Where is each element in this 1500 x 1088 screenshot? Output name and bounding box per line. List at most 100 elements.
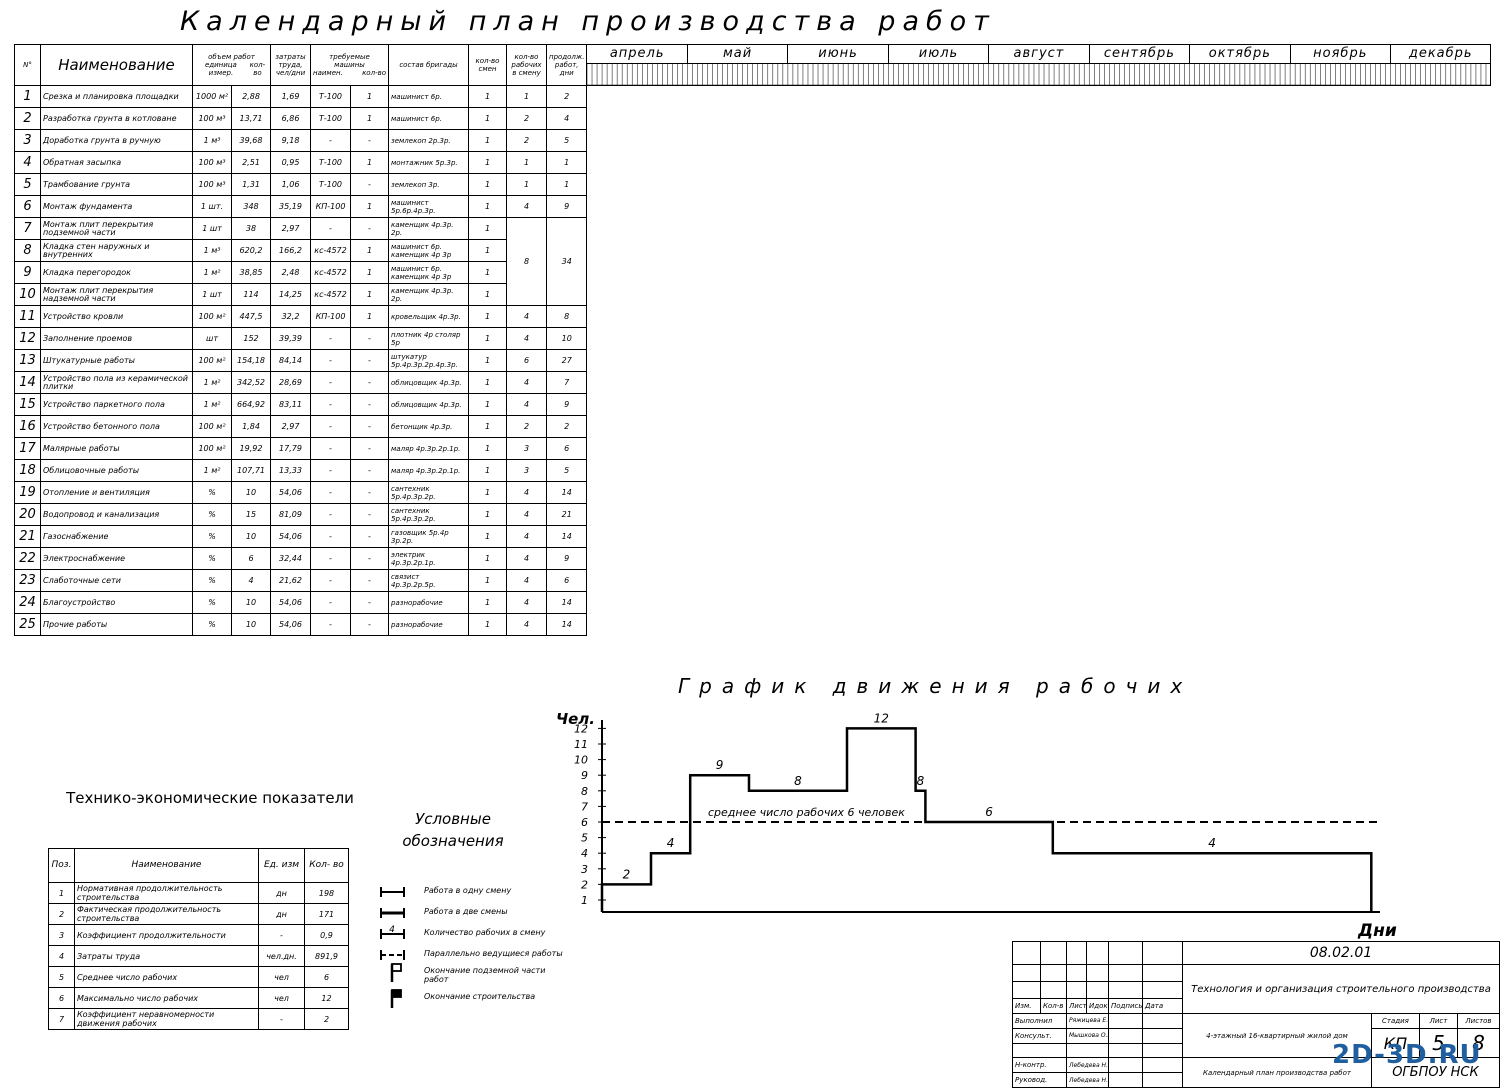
cell-name: Монтаж плит перекрытия надземной части xyxy=(40,283,193,306)
month-5: сентябрь xyxy=(1090,45,1191,63)
watermark: 2D-3D.RU xyxy=(1332,1040,1482,1070)
cell-d: 6 xyxy=(545,437,588,460)
header-duration: продолж. работ, дни xyxy=(545,44,588,86)
tep-cell: 2 xyxy=(304,1008,349,1030)
cell-name: Обратная засыпка xyxy=(40,151,193,174)
stamp-role-4: Руковод. xyxy=(1012,1072,1067,1088)
month-7: ноябрь xyxy=(1291,45,1391,63)
month-4: август xyxy=(989,45,1090,63)
cell-mq: 1 xyxy=(350,305,389,328)
cell-n: 19 xyxy=(14,481,41,504)
cell-mq: - xyxy=(350,547,389,570)
cell-w: 1 xyxy=(506,151,547,174)
cell-name: Устройство паркетного пола xyxy=(40,393,193,416)
cell-n: 10 xyxy=(14,283,41,306)
cell-unit: 1 м² xyxy=(192,371,232,394)
cell-crew: разнорабочие xyxy=(388,591,469,614)
cell-labor: 39,39 xyxy=(270,327,311,350)
cell-d: 14 xyxy=(545,613,588,636)
cell-mq: - xyxy=(350,393,389,416)
tep-cell: 7 xyxy=(48,1008,75,1030)
y-tick-label: 5 xyxy=(581,832,588,845)
y-tick-label: 7 xyxy=(581,800,588,813)
tep-cell: Максимально число рабочих xyxy=(74,987,259,1009)
y-tick-label: 3 xyxy=(581,863,588,876)
cell-crew: разнорабочие xyxy=(388,613,469,636)
legend-text: Количество рабочих в смену xyxy=(424,928,546,937)
cell-n: 18 xyxy=(14,459,41,482)
cell-crew: кровельщик 4р.3р. xyxy=(388,305,469,328)
x-axis-label: Дни xyxy=(1357,921,1397,941)
header-shifts: кол-во смен xyxy=(468,44,507,86)
cell-qty: 152 xyxy=(231,327,271,350)
stamp-person-3: Лебедева Н.С xyxy=(1066,1057,1109,1074)
cell-n: 1 xyxy=(14,85,41,108)
cell-unit: 1 м³ xyxy=(192,239,232,262)
stamp-person-1: Ряжицева Е. xyxy=(1066,1012,1109,1029)
cell-unit: 100 м³ xyxy=(192,151,232,174)
cell-crew: каменщик 4р.3р. 2р. xyxy=(388,217,469,240)
cell-sh: 1 xyxy=(468,371,507,394)
cell-qty: 1,84 xyxy=(231,415,271,438)
cell-mach: - xyxy=(310,437,351,460)
cell-w: 4 xyxy=(506,547,547,570)
stamp-subject: Технология и организация строительного п… xyxy=(1182,964,1500,1014)
header-labor: затраты труда, чел/дни xyxy=(270,44,311,86)
stamp-person-4: Лебедева Н.С xyxy=(1066,1072,1109,1088)
cell-unit: 1 шт xyxy=(192,217,232,240)
cell-sh: 1 xyxy=(468,305,507,328)
cell-qty: 1,31 xyxy=(231,173,271,196)
cell-w: 4 xyxy=(506,481,547,504)
cell-d: 9 xyxy=(545,547,588,570)
cell-n: 14 xyxy=(14,371,41,394)
cell-mach: - xyxy=(310,217,351,240)
cell-d: 1 xyxy=(545,173,588,196)
cell-unit: 100 м² xyxy=(192,415,232,438)
tep-cell: 2 xyxy=(48,903,75,925)
header-machine-qty: кол-во xyxy=(362,69,386,77)
tep-cell: Среднее число рабочих xyxy=(74,966,259,988)
y-tick-label: 4 xyxy=(581,847,588,860)
stamp-col-header: Кол-в xyxy=(1040,998,1067,1014)
stamp-object: 4-этажный 16-квартирный жилой дом xyxy=(1182,1012,1372,1059)
header-volume-label: объем работ xyxy=(208,53,255,61)
cell-sh: 1 xyxy=(468,239,507,262)
cell-crew: облицовщик 4р.3р. xyxy=(388,393,469,416)
cell-mq: 1 xyxy=(350,107,389,130)
cell-mach: - xyxy=(310,569,351,592)
cell-crew: плотник 4р столяр 5р xyxy=(388,327,469,350)
step-label: 4 xyxy=(667,836,675,850)
cell-unit: 1 м³ xyxy=(192,129,232,152)
cell-n: 8 xyxy=(14,239,41,262)
cell-qty: 13,71 xyxy=(231,107,271,130)
cell-labor: 166,2 xyxy=(270,239,311,262)
step-label: 8 xyxy=(794,774,802,788)
cell-mach: - xyxy=(310,525,351,548)
stamp-stage-label: Стадия xyxy=(1370,1012,1420,1029)
cell-sh: 1 xyxy=(468,591,507,614)
cell-unit: 1 м² xyxy=(192,261,232,284)
tep-cell: чел.дн. xyxy=(258,945,305,967)
cell-name: Газоснабжение xyxy=(40,525,193,548)
tep-header: Ед. изм xyxy=(258,848,305,883)
cell-unit: 1 шт. xyxy=(192,195,232,218)
cell-unit: % xyxy=(192,591,232,614)
cell-mach: - xyxy=(310,591,351,614)
parallel-works-icon xyxy=(380,950,405,960)
cell-labor: 21,62 xyxy=(270,569,311,592)
cell-mq: - xyxy=(350,437,389,460)
cell-mq: 1 xyxy=(350,151,389,174)
tep-cell: - xyxy=(258,924,305,946)
cell-unit: 100 м² xyxy=(192,437,232,460)
cell-unit: % xyxy=(192,525,232,548)
legend-title: Условные обозначения xyxy=(402,810,504,850)
cell-qty: 39,68 xyxy=(231,129,271,152)
tep-header: Наименование xyxy=(74,848,259,883)
